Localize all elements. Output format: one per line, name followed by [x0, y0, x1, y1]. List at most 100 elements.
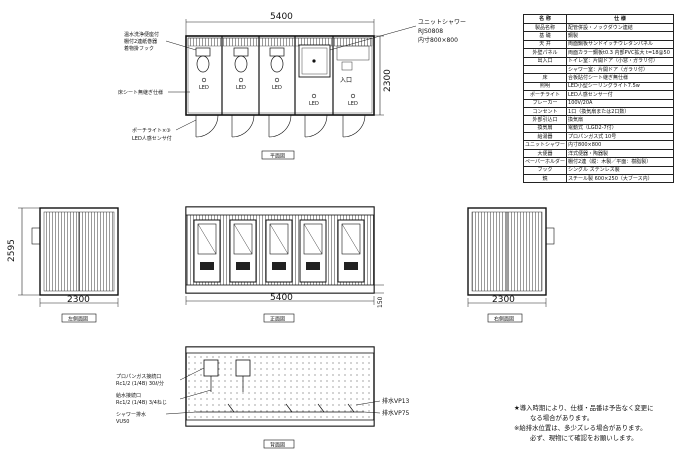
led-label-2: LED — [236, 85, 246, 91]
back-caption: 背面図 — [270, 442, 285, 449]
spec-row: シャワー室：片開ドア（ガラリ付） — [522, 64, 674, 75]
led-light-4: LED — [309, 93, 319, 107]
spec-value: シングル ステンレス製 — [566, 165, 674, 176]
plan-caption: 平面図 — [270, 154, 285, 160]
plan-width-dim: 5400 — [270, 12, 293, 22]
led-light-3: LED — [272, 77, 282, 91]
shower-unit — [298, 44, 331, 78]
back-label-a2: Rc1/2 (1/4B) 30ℓ/分 — [116, 380, 164, 387]
spec-row: 床合板貼付シート継ぎ無仕様 — [522, 73, 674, 83]
footnotes: ★導入時期により、仕様・品番は予告なく変更に なる場合があります。 ※給排水位置… — [514, 403, 680, 443]
spec-key: コンセント — [522, 106, 568, 117]
spec-key: 基 礎 — [522, 31, 568, 41]
spec-row: 給湯器プロパンガス式 10号 — [522, 132, 674, 142]
back-label-a1: プロパンガス接続口 — [116, 373, 161, 380]
spec-key: ポーチライト — [522, 90, 568, 100]
spec-key: 換気扇 — [522, 123, 568, 134]
note-2: ※給排水位置は、多少ズレる場合があります。 — [514, 424, 647, 432]
led-label-4: LED — [309, 101, 319, 107]
front-caption: 正面図 — [270, 317, 285, 323]
back-label-d: 排水VP13 — [382, 397, 410, 405]
spec-value: 洋式便器・陶器製 — [566, 148, 674, 159]
note-1b: なる場合があります。 — [530, 414, 594, 422]
callout-porch-2: LED人感センサ付 — [132, 135, 172, 142]
led-light-5: LED — [348, 93, 358, 107]
spec-row: 天 井両面鋼板サンドイッチウレタンパネル — [522, 39, 674, 50]
spec-value: 電動式（LGD2-7付） — [566, 123, 674, 134]
front-door-3 — [265, 219, 293, 283]
right-width-dim: 2300 — [492, 295, 515, 305]
spec-key: 照明 — [522, 81, 568, 92]
spec-key: 給湯器 — [522, 132, 568, 142]
callout-left-2: 棚付2連紙巻器 — [124, 38, 157, 45]
front-door-2 — [229, 219, 257, 283]
spec-row: フックシングル ステンレス製 — [522, 165, 674, 176]
callout-left-3: 着物掛フック — [124, 45, 154, 52]
spec-row: 出入口トイレ室：片開ドア（小窓・ガラリ付） — [522, 56, 674, 66]
spec-value: 内寸800×800 — [566, 140, 674, 150]
water-heater-box — [336, 45, 370, 61]
spec-body: 製品名称配管併設・ノックダウン連結基 礎鋼製天 井両面鋼板サンドイッチウレタンパ… — [522, 22, 674, 184]
spec-key: 鏡 — [522, 174, 568, 184]
front-elevation: 5400 150 正面図 — [185, 206, 384, 323]
spec-table: 名 称 仕 様 製品名称配管併設・ノックダウン連結基 礎鋼製天 井両面鋼板サンド… — [522, 14, 674, 184]
shower-label-2: RJS0808 — [418, 28, 443, 35]
spec-key: ブレーカー — [522, 98, 568, 108]
spec-row: 製品名称配管併設・ノックダウン連結 — [522, 22, 674, 33]
spec-key: 大便器 — [522, 148, 568, 159]
spec-value: トイレ室：片開ドア（小窓・ガラリ付） — [566, 56, 674, 66]
spec-value: 鋼製 — [566, 31, 674, 41]
note-2b: 必ず、現物にて確認をお願いします。 — [530, 434, 638, 442]
spec-key: 製品名称 — [522, 22, 568, 33]
left-height-dim: 2595 — [7, 239, 17, 262]
spec-key: 外部引込口 — [522, 115, 568, 125]
plan-view: 5400 2300 — [118, 12, 466, 160]
spec-value: 配管併設・ノックダウン連結 — [566, 22, 674, 33]
front-door-1 — [193, 219, 221, 283]
drain-pipes — [196, 403, 364, 413]
toilet-3 — [269, 47, 285, 73]
spec-key: ユニットシャワー — [522, 140, 568, 150]
entrance-label: 入口 — [340, 77, 352, 84]
right-elevation: 2300 右側面図 — [467, 207, 555, 323]
callout-porch-1: ポーチライト×③ — [132, 127, 171, 134]
back-pipe-box-2 — [235, 359, 251, 392]
right-caption: 右側面図 — [494, 316, 514, 323]
spec-key: 床 — [522, 73, 568, 83]
spec-value: 換気扇 — [566, 115, 674, 125]
spec-row: 基 礎鋼製 — [522, 31, 674, 41]
left-caption: 左側面図 — [68, 316, 88, 323]
spec-row: ペーパーホルダー棚付2連（縦：木製／平面：樹脂製） — [522, 157, 674, 167]
spec-row: 大便器洋式便器・陶器製 — [522, 148, 674, 159]
shower-label-1: ユニットシャワー — [418, 19, 466, 26]
led-light-1: LED — [199, 77, 209, 91]
spec-value: 100V/20A — [566, 98, 674, 108]
spec-value: シャワー室：片開ドア（ガラリ付） — [566, 64, 674, 75]
left-width-dim: 2300 — [67, 295, 90, 305]
toilet-1 — [195, 47, 211, 73]
front-base-dim: 150 — [377, 296, 384, 308]
led-light-2: LED — [236, 77, 246, 91]
spec-value: 両面カラー鋼板t0.3 内部PVC拡大 t=18@50 — [566, 48, 674, 58]
left-elevation: 2595 2300 左側面図 — [7, 207, 119, 323]
spec-value: プロパンガス式 10号 — [566, 132, 674, 142]
back-elevation: プロパンガス接続口 Rc1/2 (1/4B) 30ℓ/分 給水接続口 Rc1/2… — [116, 346, 410, 449]
spec-row: 鏡スチール製 600×250（大ブース内） — [522, 174, 674, 184]
front-width-dim: 5400 — [270, 293, 293, 303]
spec-header-spec: 仕 様 — [566, 14, 674, 24]
spec-value: LED小型シーリングライト7.5w — [566, 81, 674, 92]
front-door-4 — [299, 219, 327, 283]
spec-header-name: 名 称 — [522, 14, 568, 24]
spec-key: ペーパーホルダー — [522, 157, 568, 167]
callout-floor: 床シート無継ぎ仕様 — [118, 89, 163, 96]
spec-value: 棚付2連（縦：木製／平面：樹脂製） — [566, 157, 674, 167]
spec-value: 合板貼付シート継ぎ無仕様 — [566, 73, 674, 83]
plan-depth-dim: 2300 — [383, 69, 393, 92]
led-label-3: LED — [272, 85, 282, 91]
shower-label-3: 内寸800×800 — [418, 36, 458, 44]
led-label-1: LED — [199, 85, 209, 91]
